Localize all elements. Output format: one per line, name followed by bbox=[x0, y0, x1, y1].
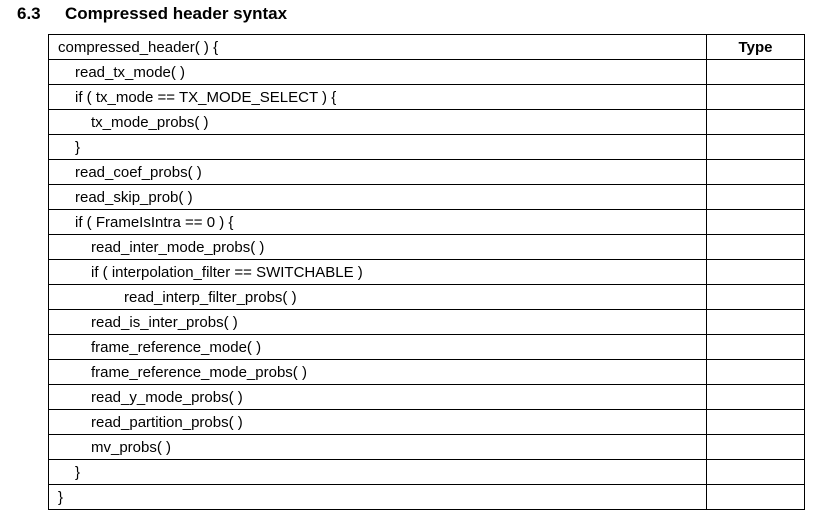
type-cell bbox=[706, 334, 805, 360]
syntax-cell: read_is_inter_probs( ) bbox=[48, 309, 707, 335]
syntax-cell: } bbox=[48, 134, 707, 160]
section-number: 6.3 bbox=[17, 4, 41, 23]
table-row: mv_probs( ) bbox=[48, 434, 805, 460]
table-row: read_partition_probs( ) bbox=[48, 409, 805, 435]
type-cell bbox=[706, 484, 805, 510]
type-cell bbox=[706, 384, 805, 410]
type-cell bbox=[706, 109, 805, 135]
syntax-cell: read_inter_mode_probs( ) bbox=[48, 234, 707, 260]
type-cell bbox=[706, 209, 805, 235]
syntax-cell: if ( interpolation_filter == SWITCHABLE … bbox=[48, 259, 707, 285]
table-row: } bbox=[48, 484, 805, 510]
syntax-cell: read_skip_prob( ) bbox=[48, 184, 707, 210]
syntax-table: compressed_header( ) { Type read_tx_mode… bbox=[48, 34, 805, 510]
type-cell bbox=[706, 234, 805, 260]
syntax-cell: frame_reference_mode_probs( ) bbox=[48, 359, 707, 385]
type-column-header: Type bbox=[706, 34, 805, 60]
table-row: } bbox=[48, 459, 805, 485]
type-cell bbox=[706, 134, 805, 160]
table-row: read_interp_filter_probs( ) bbox=[48, 284, 805, 310]
table-row: read_skip_prob( ) bbox=[48, 184, 805, 210]
table-row: read_tx_mode( ) bbox=[48, 59, 805, 85]
table-row: if ( interpolation_filter == SWITCHABLE … bbox=[48, 259, 805, 285]
type-cell bbox=[706, 84, 805, 110]
section-heading: 6.3 Compressed header syntax bbox=[17, 4, 287, 24]
table-row: if ( FrameIsIntra == 0 ) { bbox=[48, 209, 805, 235]
syntax-cell: read_interp_filter_probs( ) bbox=[48, 284, 707, 310]
syntax-cell: frame_reference_mode( ) bbox=[48, 334, 707, 360]
type-cell bbox=[706, 284, 805, 310]
table-row: tx_mode_probs( ) bbox=[48, 109, 805, 135]
type-cell bbox=[706, 159, 805, 185]
syntax-cell: if ( FrameIsIntra == 0 ) { bbox=[48, 209, 707, 235]
syntax-cell: if ( tx_mode == TX_MODE_SELECT ) { bbox=[48, 84, 707, 110]
table-row: read_y_mode_probs( ) bbox=[48, 384, 805, 410]
syntax-cell: read_tx_mode( ) bbox=[48, 59, 707, 85]
table-row: read_inter_mode_probs( ) bbox=[48, 234, 805, 260]
table-row: read_coef_probs( ) bbox=[48, 159, 805, 185]
type-cell bbox=[706, 359, 805, 385]
type-cell bbox=[706, 459, 805, 485]
section-title: Compressed header syntax bbox=[65, 4, 288, 23]
table-row: read_is_inter_probs( ) bbox=[48, 309, 805, 335]
syntax-cell: tx_mode_probs( ) bbox=[48, 109, 707, 135]
syntax-cell: read_partition_probs( ) bbox=[48, 409, 707, 435]
syntax-cell: } bbox=[48, 459, 707, 485]
type-cell bbox=[706, 59, 805, 85]
syntax-cell: read_coef_probs( ) bbox=[48, 159, 707, 185]
syntax-cell: read_y_mode_probs( ) bbox=[48, 384, 707, 410]
syntax-table-body: compressed_header( ) { Type read_tx_mode… bbox=[48, 34, 805, 510]
syntax-cell: mv_probs( ) bbox=[48, 434, 707, 460]
type-cell bbox=[706, 309, 805, 335]
table-row: frame_reference_mode_probs( ) bbox=[48, 359, 805, 385]
type-cell bbox=[706, 434, 805, 460]
syntax-cell: compressed_header( ) { bbox=[48, 34, 707, 60]
table-row: frame_reference_mode( ) bbox=[48, 334, 805, 360]
syntax-cell: } bbox=[48, 484, 707, 510]
table-row: compressed_header( ) { Type bbox=[48, 34, 805, 60]
type-cell bbox=[706, 409, 805, 435]
type-cell bbox=[706, 259, 805, 285]
table-row: if ( tx_mode == TX_MODE_SELECT ) { bbox=[48, 84, 805, 110]
table-row: } bbox=[48, 134, 805, 160]
type-cell bbox=[706, 184, 805, 210]
